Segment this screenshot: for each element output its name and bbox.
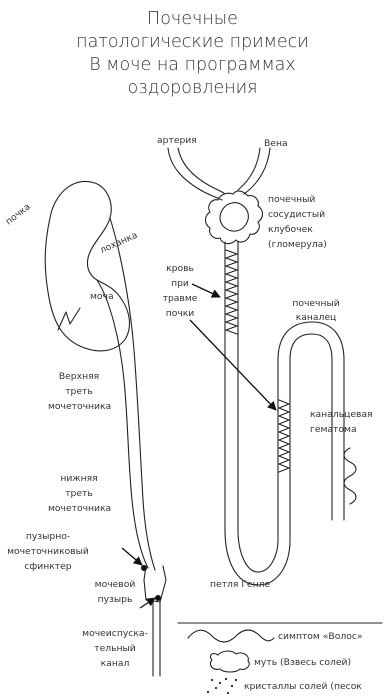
label-upper-ureter-3: мочеточника — [48, 400, 110, 413]
artery-vessel-inner — [178, 148, 224, 193]
hematoma-zigzag — [279, 400, 289, 472]
label-artery: артерия — [157, 134, 197, 147]
vein-vessel-inner — [244, 148, 270, 194]
label-blood-3: травме — [160, 292, 200, 305]
legend-wave-symbol — [188, 630, 274, 642]
label-glomerulus-1: почечный — [268, 193, 315, 206]
label-tubule-1: почечный — [286, 297, 346, 310]
label-urethra-1: мочеиспуска- — [78, 627, 152, 640]
arrow-sphincter — [122, 548, 142, 565]
label-lower-ureter-3: мочеточника — [48, 502, 110, 515]
legend-cloud-symbol — [210, 651, 249, 672]
legend-dots-symbol — [207, 678, 237, 694]
glomerulus — [206, 191, 263, 244]
label-sphincter-1: пузырно- — [2, 530, 94, 543]
sphincter-dot-left — [141, 565, 147, 571]
label-tubule-2: каналец — [286, 311, 346, 324]
label-urine: моча — [90, 290, 114, 303]
label-glomerulus-3: клубочек — [268, 223, 313, 236]
label-hematoma-1: канальцевая — [310, 408, 373, 421]
sphincter-dot-right — [155, 595, 161, 601]
label-upper-ureter-2: треть — [48, 385, 110, 398]
label-urethra-3: канал — [78, 657, 152, 670]
label-blood-4: почки — [160, 307, 200, 320]
label-sphincter-2: мочеточниковый — [2, 545, 94, 558]
label-lower-ureter-2: треть — [48, 487, 110, 500]
label-urethra-2: тельный — [78, 642, 152, 655]
label-blood-1: кровь — [160, 262, 200, 275]
label-lower-ureter-1: нижняя — [48, 472, 110, 485]
legend-label-hair: симптом «Волос» — [278, 630, 363, 643]
tubule-right-wall — [238, 242, 344, 572]
label-sphincter-3: сфинктер — [2, 560, 94, 573]
legend-label-crystals: кристаллы солей (песок — [244, 680, 362, 693]
label-bladder-1: мочевой — [90, 578, 140, 591]
bladder — [144, 566, 166, 602]
legend-label-turbidity: муть (Взвесь солей) — [254, 656, 351, 669]
label-glomerulus-2: сосудистый — [268, 208, 325, 221]
vein-vessel — [238, 148, 260, 190]
label-glomerulus-4: (гломерула) — [268, 238, 327, 251]
hair-wave — [344, 448, 356, 504]
ureter-left-wall — [97, 280, 148, 568]
artery-vessel — [168, 148, 222, 200]
label-bladder-2: пузырь — [90, 593, 140, 606]
label-upper-ureter-1: Верхняя — [48, 370, 110, 383]
label-loop-henle: петля Генле — [210, 578, 270, 591]
label-vein: Вена — [264, 137, 288, 150]
kidney-outline — [45, 182, 129, 351]
label-hematoma-2: гематома — [310, 423, 357, 436]
glomerulus-inner — [220, 203, 248, 232]
kidney-calyx — [58, 308, 80, 330]
label-blood-2: при — [160, 277, 200, 290]
ureter-right-wall — [110, 218, 155, 570]
tubule-zigzag — [226, 250, 237, 334]
arrow-hematoma — [190, 320, 276, 410]
